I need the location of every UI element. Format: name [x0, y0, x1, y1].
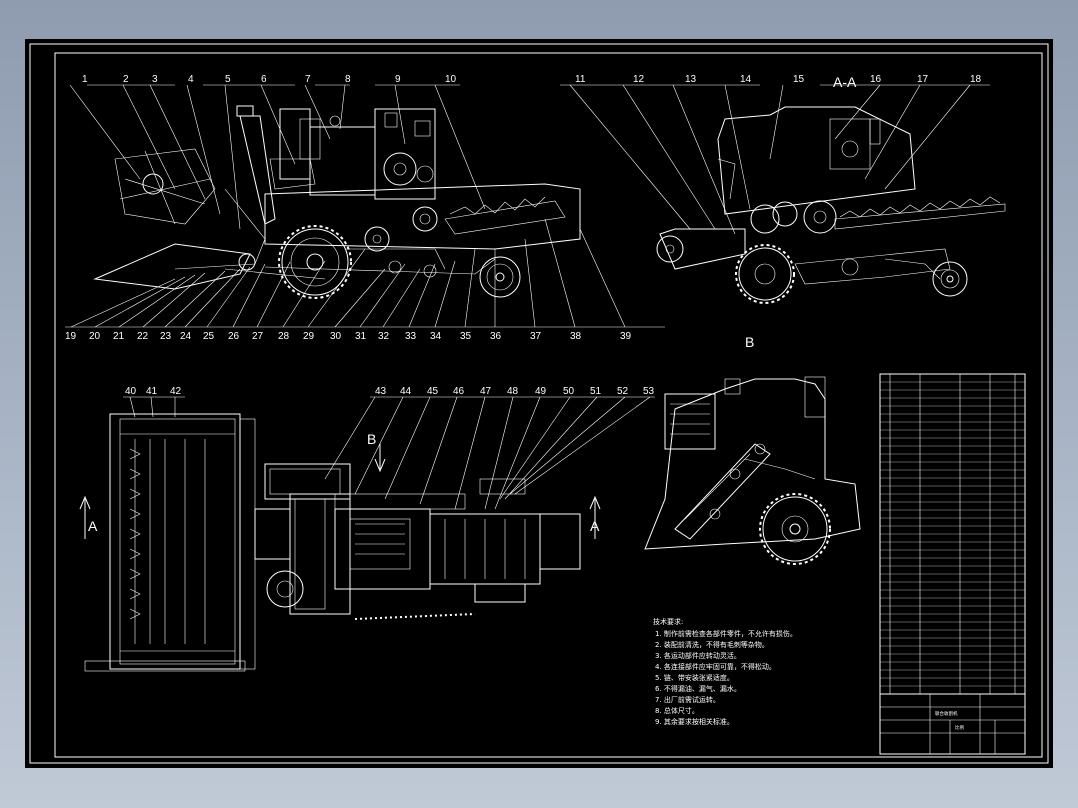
- part-number-label: 49: [535, 386, 547, 397]
- view-b-label: B: [745, 334, 754, 350]
- part-number-label: 40: [125, 386, 137, 397]
- part-number-label: 2: [123, 74, 129, 85]
- part-number-label: 17: [917, 74, 929, 85]
- part-number-label: 19: [65, 331, 77, 342]
- leader-lines-bottom-left: [65, 218, 665, 328]
- note-line: 5. 链、带安装张紧适度。: [655, 673, 734, 682]
- part-number-label: 7: [305, 74, 311, 85]
- part-number-label: 44: [400, 386, 412, 397]
- part-number-label: 30: [330, 331, 342, 342]
- part-number-label: 51: [590, 386, 602, 397]
- part-number-label: 6: [261, 74, 267, 85]
- part-number-label: 46: [453, 386, 465, 397]
- part-number-label: 38: [570, 331, 582, 342]
- drawing-title: 联合收割机: [935, 710, 958, 717]
- part-number-label: 33: [405, 331, 417, 342]
- parts-list-table: [879, 373, 1026, 695]
- note-line: 3. 各运动部件应转动灵活。: [655, 651, 741, 660]
- part-number-label: 13: [685, 74, 697, 85]
- section-label: A-A: [833, 74, 857, 90]
- part-number-label: 31: [355, 331, 367, 342]
- technical-notes: 技术要求: 1. 制作前需检查各部件零件，不允许有损伤。 2. 装配前清洗，不得有…: [653, 617, 797, 726]
- part-number-label: 50: [563, 386, 575, 397]
- part-number-label: 9: [395, 74, 401, 85]
- bottom-left-numbers: 19 20 21 22 23 24 25 26 27 28 29 30 31 32 33 34 35 36 37 38…: [65, 331, 632, 342]
- section-a-a-view: [656, 106, 1006, 304]
- part-number-label: 32: [378, 331, 390, 342]
- part-number-label: 41: [146, 386, 158, 397]
- plan-view: [79, 413, 601, 672]
- part-number-label: 27: [252, 331, 264, 342]
- part-number-label: 29: [303, 331, 315, 342]
- view-b: [644, 376, 861, 565]
- plan-numbers: 40 41 42 43 44 45 46 47 48 49 50 51 52 53: [125, 386, 655, 397]
- part-number-label: 14: [740, 74, 752, 85]
- part-number-label: 26: [228, 331, 240, 342]
- note-line: 6. 不得漏油、漏气、漏水。: [655, 684, 741, 693]
- part-number-label: 10: [445, 74, 457, 85]
- top-left-numbers: 1 2 3 4 5 6 7 8 9 10: [82, 74, 457, 85]
- leader-lines-top-right: [560, 84, 990, 235]
- part-number-label: 4: [188, 74, 194, 85]
- part-number-label: 20: [89, 331, 101, 342]
- part-number-label: 15: [793, 74, 805, 85]
- note-line: 8. 总体尺寸。: [655, 706, 699, 715]
- part-number-label: 45: [427, 386, 439, 397]
- part-number-label: 35: [460, 331, 472, 342]
- part-number-label: 23: [160, 331, 172, 342]
- outer-frame: [29, 43, 1049, 764]
- part-number-label: 1: [82, 74, 88, 85]
- leader-lines-top-left: [69, 84, 486, 230]
- note-line: 2. 装配前清洗，不得有毛刺等杂物。: [655, 640, 769, 649]
- scale-label: 比例: [955, 724, 964, 731]
- part-number-label: 11: [575, 74, 586, 85]
- part-number-label: 8: [345, 74, 351, 85]
- part-number-label: 21: [113, 331, 125, 342]
- part-number-label: 25: [203, 331, 215, 342]
- arrow-a-left-label: A: [88, 518, 98, 534]
- part-number-label: 34: [430, 331, 442, 342]
- arrow-b-label: B: [367, 431, 376, 447]
- top-right-numbers: 11 12 13 14 15 16 17 18: [575, 74, 982, 85]
- part-number-label: 3: [152, 74, 158, 85]
- part-number-label: 52: [617, 386, 629, 397]
- leader-lines-plan: [123, 396, 655, 510]
- part-number-label: 37: [530, 331, 542, 342]
- part-number-label: 28: [278, 331, 290, 342]
- part-number-label: 43: [375, 386, 387, 397]
- title-block: 联合收割机 比例: [879, 693, 1026, 755]
- inner-frame: [54, 52, 1043, 758]
- part-number-label: 16: [870, 74, 882, 85]
- part-number-label: 5: [225, 74, 231, 85]
- note-line: 4. 各连接部件应牢固可靠，不得松动。: [655, 662, 776, 671]
- part-number-label: 47: [480, 386, 492, 397]
- arrow-a-right-label: A: [590, 518, 600, 534]
- part-number-label: 18: [970, 74, 982, 85]
- note-line: 9. 其余要求按相关标准。: [655, 717, 734, 726]
- part-number-label: 42: [170, 386, 182, 397]
- part-number-label: 36: [490, 331, 502, 342]
- part-number-label: 22: [137, 331, 149, 342]
- part-number-label: 24: [180, 331, 192, 342]
- note-line: 1. 制作前需检查各部件零件，不允许有损伤。: [655, 629, 797, 638]
- note-line: 7. 出厂前需试运转。: [655, 695, 720, 704]
- part-number-label: 53: [643, 386, 655, 397]
- part-number-label: 12: [633, 74, 645, 85]
- side-elevation-view: [93, 105, 581, 299]
- notes-title: 技术要求:: [653, 617, 683, 626]
- part-number-label: 48: [507, 386, 519, 397]
- part-number-label: 39: [620, 331, 632, 342]
